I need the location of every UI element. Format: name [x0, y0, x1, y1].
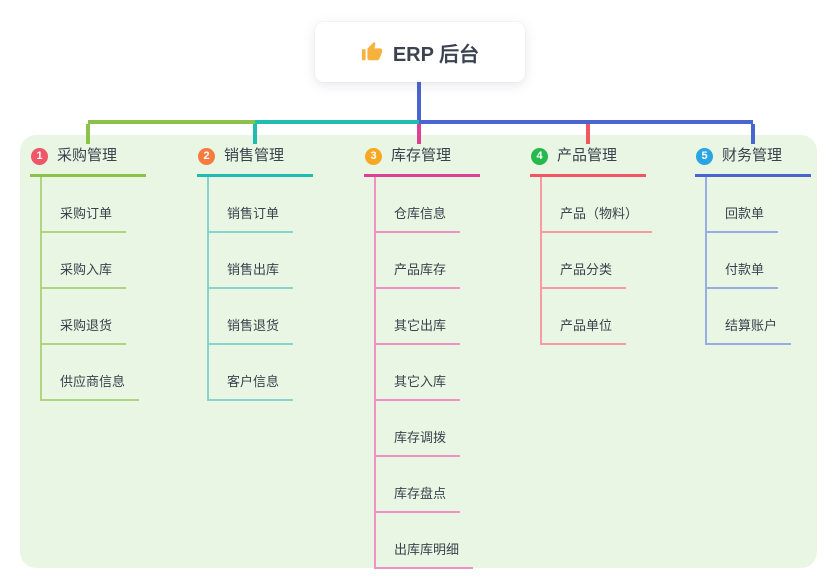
branch-item[interactable]: 结算账户 — [707, 289, 792, 345]
root-node[interactable]: ERP 后台 — [315, 22, 525, 82]
branch-item[interactable]: 仓库信息 — [376, 177, 461, 233]
branch-item-label: 回款单 — [725, 206, 765, 221]
branch-header-label: 财务管理 — [722, 147, 783, 164]
branch-items: 产品（物料） 产品分类产品单位 — [540, 177, 653, 345]
branch-item-label: 采购退货 — [60, 318, 113, 333]
connector-drop — [751, 124, 755, 144]
branch-item[interactable]: 供应商信息 — [42, 345, 140, 401]
connector-drop — [586, 124, 590, 144]
branch-item-label: 出库库明细 — [394, 542, 460, 557]
branch-item-label: 付款单 — [725, 262, 765, 277]
branch-item[interactable]: 回款单 — [707, 177, 779, 233]
branch-header[interactable]: 4 产品管理 — [530, 145, 646, 177]
branch-item[interactable]: 库存调拨 — [376, 401, 461, 457]
branch-column: 5 财务管理回款单付款单结算账户 — [695, 145, 811, 345]
branch-header[interactable]: 1 采购管理 — [30, 145, 146, 177]
branch-item-label: 客户信息 — [227, 374, 280, 389]
branch-item[interactable]: 出库库明细 — [376, 513, 474, 569]
branch-header-label: 库存管理 — [391, 147, 452, 164]
connector-bus-segment — [419, 120, 753, 124]
branch-item-label: 采购订单 — [60, 206, 113, 221]
root-label: ERP 后台 — [392, 43, 480, 66]
branch-item[interactable]: 产品单位 — [542, 289, 627, 345]
branch-item-label: 产品单位 — [560, 318, 613, 333]
branch-items: 仓库信息产品库存其它出库其它入库库存调拨库存盘点出库库明细 — [374, 177, 480, 569]
connector-drop — [253, 124, 257, 144]
branch-items: 回款单付款单结算账户 — [705, 177, 811, 345]
mindmap-panel — [20, 135, 817, 568]
branch-item[interactable]: 付款单 — [707, 233, 779, 289]
branch-header[interactable]: 3 库存管理 — [364, 145, 480, 177]
branch-item-label: 库存调拨 — [394, 430, 447, 445]
branch-item-label: 其它入库 — [394, 374, 447, 389]
branch-item-label: 产品库存 — [394, 262, 447, 277]
branch-number-badge: 1 — [31, 147, 48, 165]
branch-item[interactable]: 其它出库 — [376, 289, 461, 345]
branch-item[interactable]: 销售订单 — [209, 177, 294, 233]
branch-item[interactable]: 销售出库 — [209, 233, 294, 289]
branch-item-label: 仓库信息 — [394, 206, 447, 221]
branch-header[interactable]: 2 销售管理 — [197, 145, 313, 177]
branch-item-label: 其它出库 — [394, 318, 447, 333]
branch-item[interactable]: 其它入库 — [376, 345, 461, 401]
branch-column: 2 销售管理销售订单销售出库销售退货客户信息 — [197, 145, 313, 401]
branch-item[interactable]: 采购退货 — [42, 289, 127, 345]
branch-item[interactable]: 采购入库 — [42, 233, 127, 289]
connector-bus-segment — [255, 120, 419, 124]
branch-header-label: 销售管理 — [224, 147, 285, 164]
branch-item-label: 销售订单 — [227, 206, 280, 221]
connector-drop — [417, 124, 421, 144]
branch-item[interactable]: 库存盘点 — [376, 457, 461, 513]
branch-items: 采购订单采购入库采购退货供应商信息 — [40, 177, 146, 401]
branch-number-badge: 3 — [365, 147, 382, 165]
branch-column: 3 库存管理仓库信息产品库存其它出库其它入库库存调拨库存盘点出库库明细 — [364, 145, 480, 569]
branch-header-label: 采购管理 — [57, 147, 118, 164]
thumbs-up-icon — [361, 41, 383, 63]
branch-item-label: 产品分类 — [560, 262, 613, 277]
connector-root-line — [417, 82, 421, 124]
branch-item[interactable]: 产品库存 — [376, 233, 461, 289]
branch-items: 销售订单销售出库销售退货客户信息 — [207, 177, 313, 401]
branch-item[interactable]: 销售退货 — [209, 289, 294, 345]
branch-item[interactable]: 产品分类 — [542, 233, 627, 289]
branch-item-label: 结算账户 — [725, 318, 778, 333]
branch-item-label: 产品（物料） — [560, 206, 639, 221]
branch-item[interactable]: 客户信息 — [209, 345, 294, 401]
branch-number-badge: 4 — [531, 147, 548, 165]
branch-item-label: 供应商信息 — [60, 374, 126, 389]
branch-column: 4 产品管理产品（物料） 产品分类产品单位 — [530, 145, 653, 345]
branch-header[interactable]: 5 财务管理 — [695, 145, 811, 177]
branch-item[interactable]: 产品（物料） — [542, 177, 653, 233]
branch-column: 1 采购管理采购订单采购入库采购退货供应商信息 — [30, 145, 146, 401]
connector-bus-segment — [88, 120, 255, 124]
branch-item-label: 销售出库 — [227, 262, 280, 277]
branch-item-label: 销售退货 — [227, 318, 280, 333]
branch-item-label: 采购入库 — [60, 262, 113, 277]
branch-header-label: 产品管理 — [557, 147, 618, 164]
branch-number-badge: 2 — [198, 147, 215, 165]
connector-drop — [86, 124, 90, 144]
branch-item[interactable]: 采购订单 — [42, 177, 127, 233]
branch-number-badge: 5 — [696, 147, 713, 165]
branch-item-label: 库存盘点 — [394, 486, 447, 501]
